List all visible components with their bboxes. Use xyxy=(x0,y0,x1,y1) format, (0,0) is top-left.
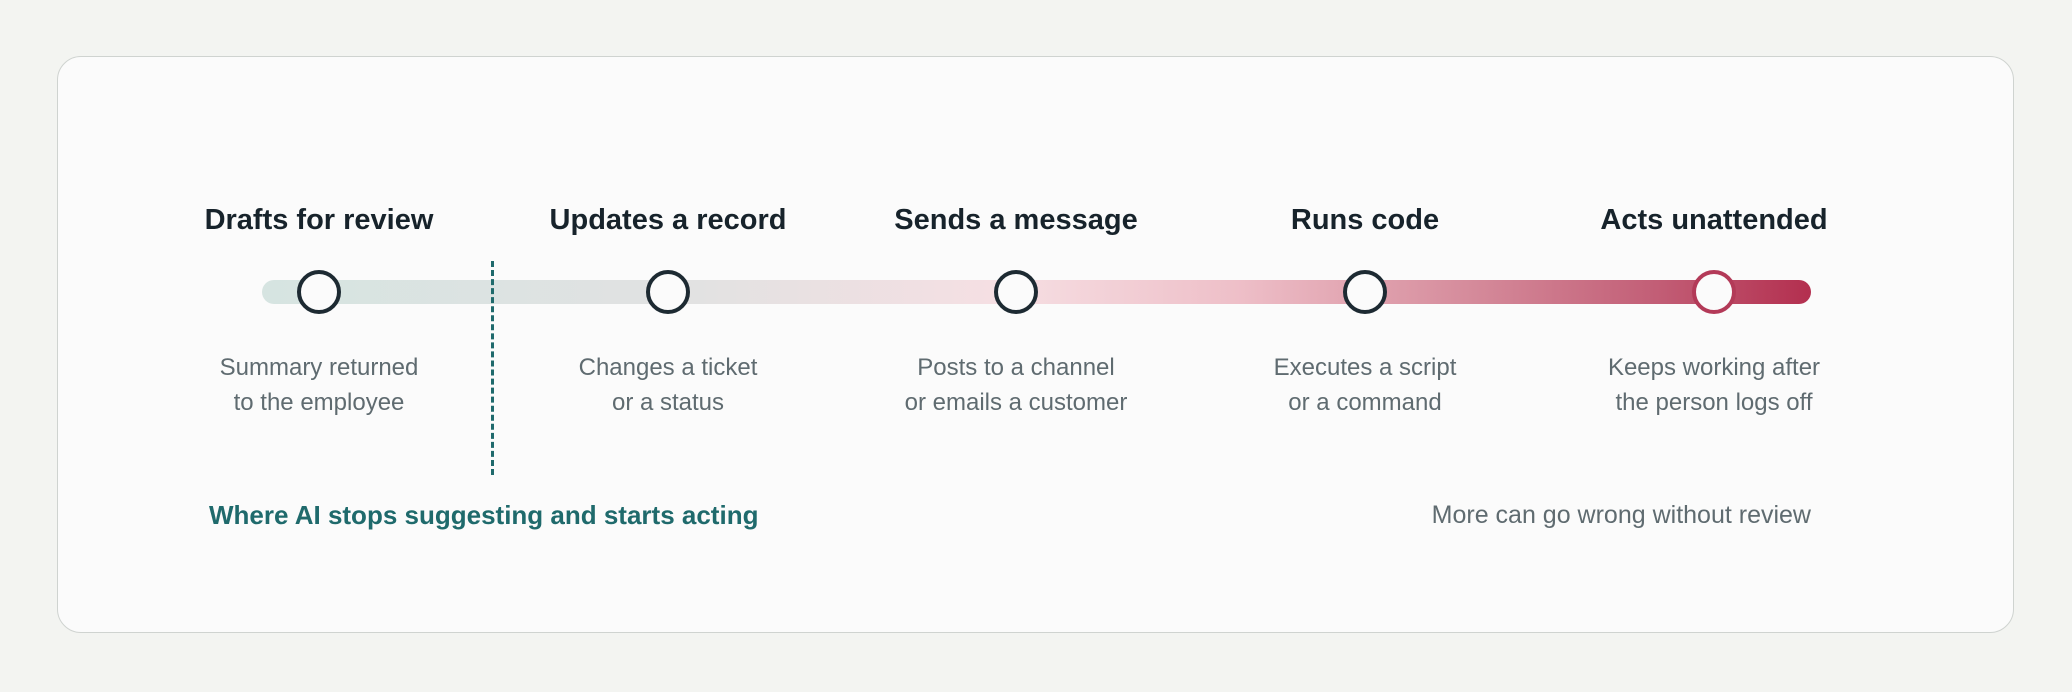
step-desc-line: Keeps working after xyxy=(1607,354,1821,381)
step-node-drafts xyxy=(297,270,341,314)
step-desc-line: or emails a customer xyxy=(904,389,1128,416)
step-node-sends xyxy=(994,270,1038,314)
threshold-divider xyxy=(491,261,494,475)
step-desc-updates: Changes a ticket or a status xyxy=(508,350,828,420)
step-node-updates xyxy=(646,270,690,314)
step-node-runs xyxy=(1343,270,1387,314)
step-desc-line: Summary returned xyxy=(219,354,419,381)
step-desc-line: Executes a script xyxy=(1273,354,1457,381)
step-title-acts: Acts unattended xyxy=(1600,204,1828,236)
step-desc-line: to the employee xyxy=(233,389,405,416)
step-desc-drafts: Summary returned to the employee xyxy=(159,350,479,420)
diagram-card xyxy=(57,56,2014,633)
step-title-drafts: Drafts for review xyxy=(204,204,434,236)
step-desc-acts: Keeps working after the person logs off xyxy=(1554,350,1874,420)
step-title-sends: Sends a message xyxy=(894,204,1138,236)
step-node-acts xyxy=(1692,270,1736,314)
threshold-note: Where AI stops suggesting and starts act… xyxy=(209,500,759,530)
step-title-updates: Updates a record xyxy=(549,204,787,236)
step-desc-line: Changes a ticket xyxy=(578,354,758,381)
step-desc-sends: Posts to a channel or emails a customer xyxy=(856,350,1176,420)
step-desc-line: the person logs off xyxy=(1615,389,1813,416)
step-desc-line: Posts to a channel xyxy=(917,354,1115,381)
step-desc-line: or a command xyxy=(1288,389,1442,416)
step-title-runs: Runs code xyxy=(1290,204,1440,236)
risk-note: More can go wrong without review xyxy=(1431,501,1811,529)
step-desc-line: or a status xyxy=(611,389,725,416)
step-desc-runs: Executes a script or a command xyxy=(1205,350,1525,420)
